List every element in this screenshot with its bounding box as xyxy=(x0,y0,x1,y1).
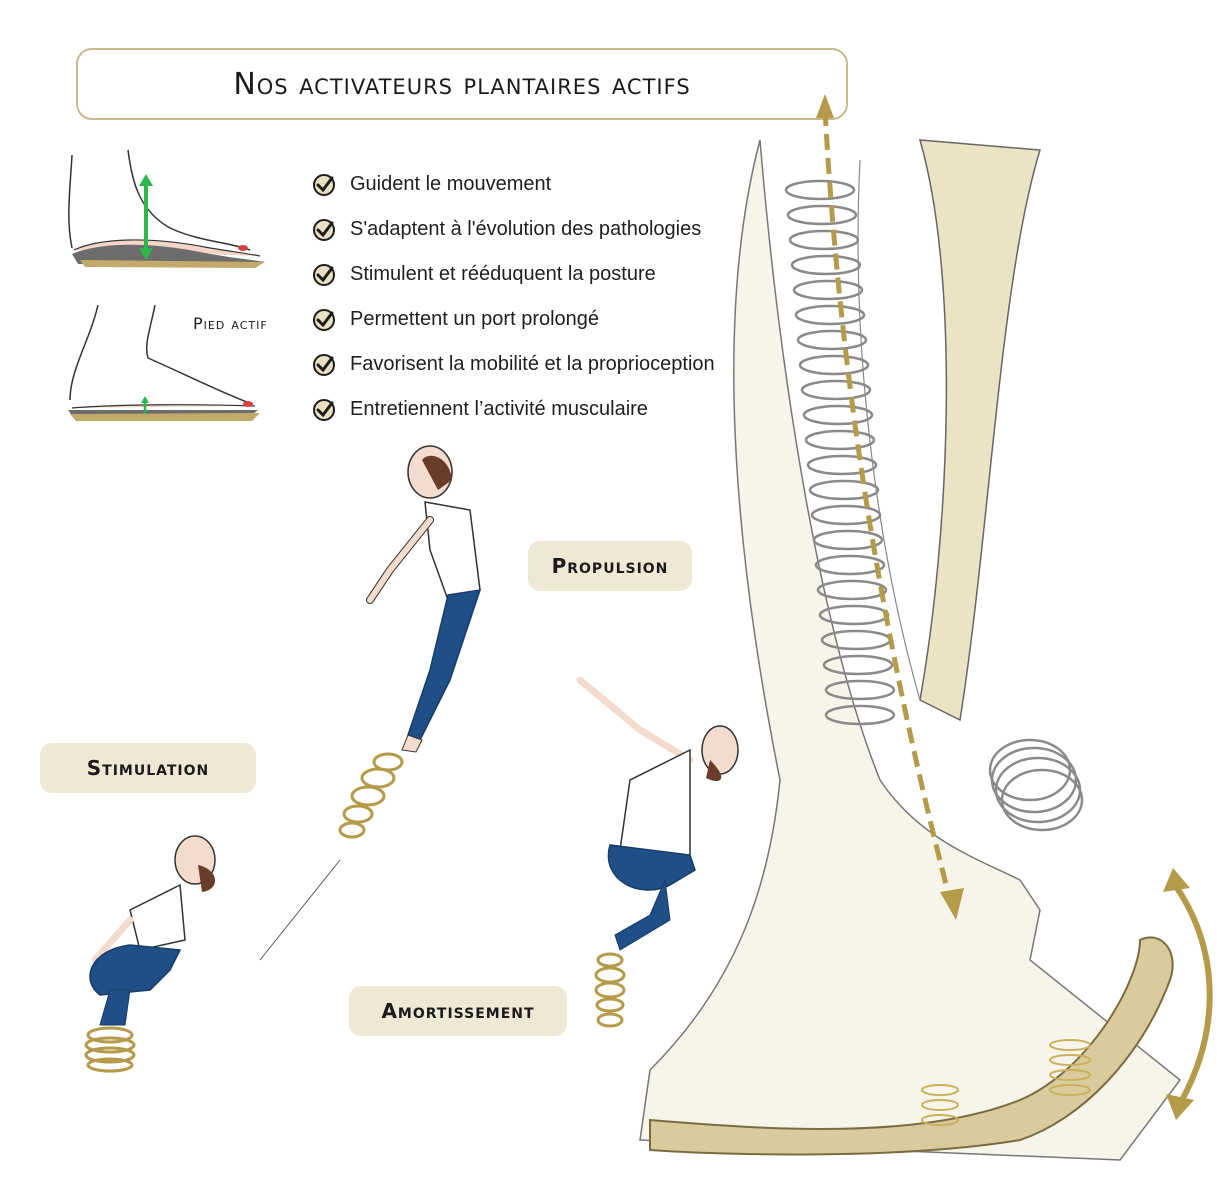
amortissement-figure xyxy=(576,676,739,1028)
stimulation-label: Stimulation xyxy=(40,743,256,793)
checkmark-icon xyxy=(313,218,335,241)
benefit-label: Entretiennent l’activité musculaire xyxy=(350,398,648,420)
benefits-list: Guident le mouvement S'adaptent à l'évol… xyxy=(312,162,715,432)
title-box: Nos activateurs plantaires actifs xyxy=(76,48,848,120)
amortissement-label: Amortissement xyxy=(349,986,567,1036)
list-item: S'adaptent à l'évolution des pathologies xyxy=(312,207,715,252)
list-item: Favorisent la mobilité et la propriocept… xyxy=(312,342,715,387)
benefit-label: Stimulent et rééduquent la posture xyxy=(350,263,656,285)
propulsion-figure xyxy=(259,445,482,961)
foot-raised-illustration xyxy=(68,149,265,268)
checkmark-icon xyxy=(313,173,335,196)
checkmark-icon xyxy=(313,398,335,421)
checkmark-icon xyxy=(313,353,335,376)
leg-anatomy-illustration xyxy=(639,94,1213,1161)
list-item: Permettent un port prolongé xyxy=(312,297,715,342)
benefit-label: Guident le mouvement xyxy=(350,173,552,195)
foot-active-illustration xyxy=(68,304,260,421)
checkmark-icon xyxy=(313,308,335,331)
checkmark-icon xyxy=(313,263,335,286)
list-item: Guident le mouvement xyxy=(312,162,715,207)
page-title: Nos activateurs plantaires actifs xyxy=(233,66,691,102)
benefit-label: Favorisent la mobilité et la propriocept… xyxy=(350,353,715,375)
propulsion-label: Propulsion xyxy=(528,541,692,591)
benefit-label: S'adaptent à l'évolution des pathologies xyxy=(350,218,702,240)
active-foot-label: Pied actif xyxy=(193,314,268,333)
stimulation-figure xyxy=(84,835,216,1073)
list-item: Stimulent et rééduquent la posture xyxy=(312,252,715,297)
benefit-label: Permettent un port prolongé xyxy=(350,308,600,330)
list-item: Entretiennent l’activité musculaire xyxy=(312,387,715,432)
